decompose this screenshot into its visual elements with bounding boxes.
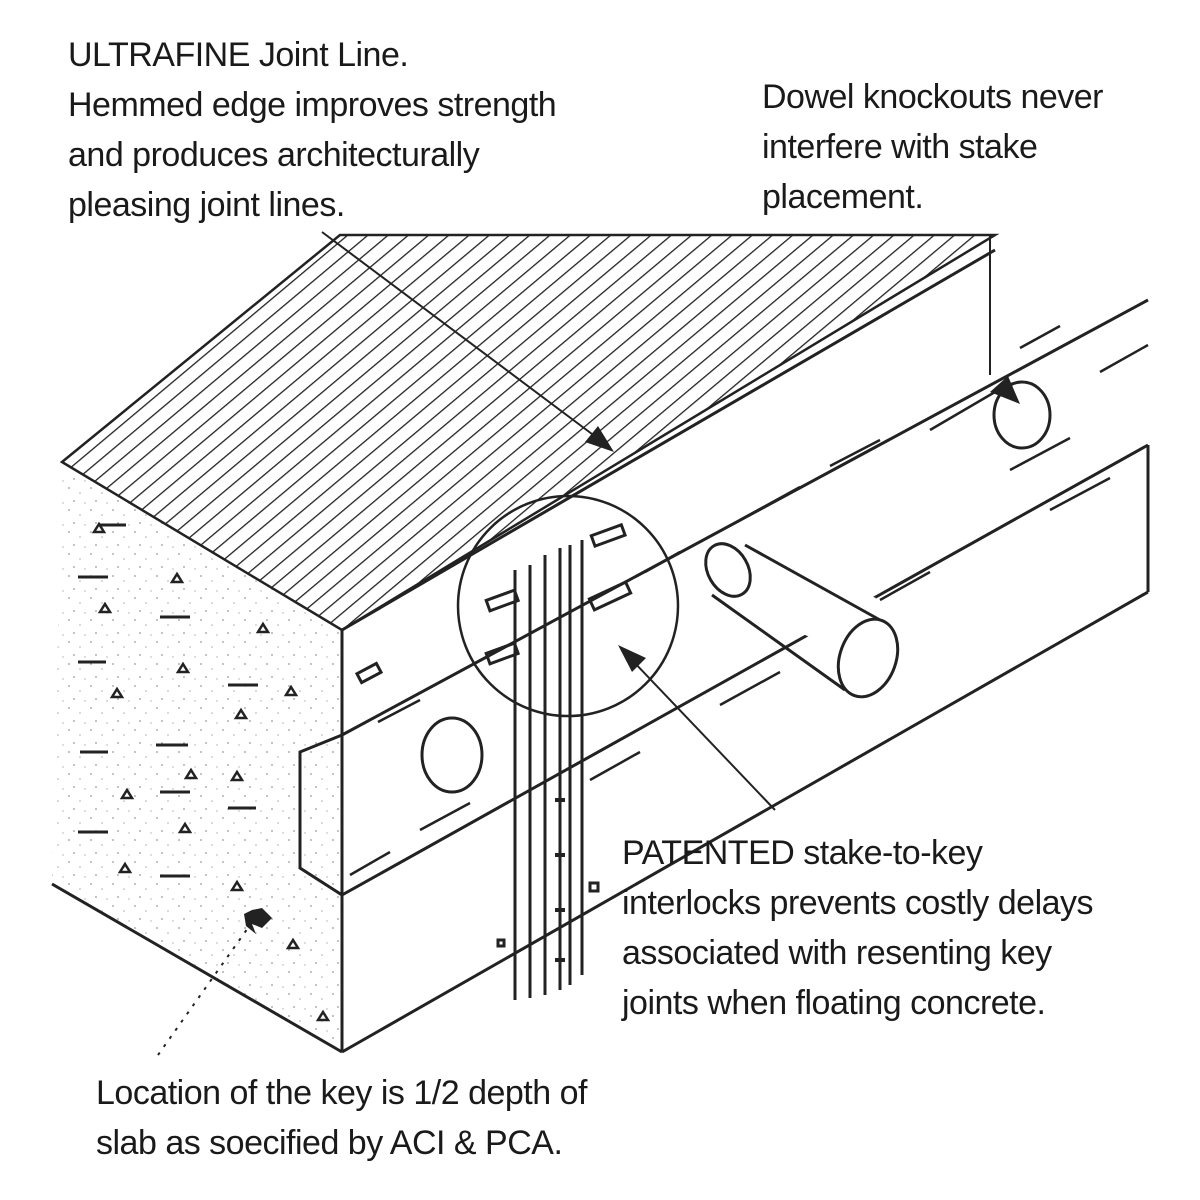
note-dowel-knockouts: Dowel knockouts never interfere with sta… (762, 72, 1104, 222)
note-stake-to-key: PATENTED stake-to-key interlocks prevent… (622, 828, 1094, 1028)
note-line: placement. (762, 178, 924, 216)
slab-top-surface (59, 233, 1000, 632)
note-line: and produces architecturally (68, 136, 480, 174)
leader-stake-interlock (618, 645, 776, 811)
note-line: Hemmed edge improves strength (68, 86, 557, 124)
dowel-bar (704, 542, 900, 699)
note-line: Location of the key is 1/2 depth of (96, 1074, 587, 1112)
note-line: Dowel knockouts never (762, 78, 1104, 116)
note-joint-line: ULTRAFINE Joint Line. Hemmed edge improv… (68, 30, 557, 230)
note-key-location: Location of the key is 1/2 depth of slab… (96, 1068, 587, 1168)
note-line: ULTRAFINE Joint Line. (68, 36, 409, 74)
stake (496, 540, 600, 1000)
interlock-detail (456, 494, 680, 718)
leader-key-location (157, 908, 272, 1056)
note-line: interlocks prevents costly delays (622, 884, 1094, 922)
key-joint-form (298, 248, 1150, 1054)
note-line: slab as soecified by ACI & PCA. (96, 1124, 563, 1162)
note-line: pleasing joint lines. (68, 186, 345, 224)
note-line: joints when floating concrete. (622, 984, 1046, 1022)
note-line: PATENTED stake-to-key (622, 834, 983, 872)
leader-joint-line (321, 231, 614, 452)
note-line: associated with resenting key (622, 934, 1052, 972)
leader-dowel-knockout (989, 235, 1020, 404)
note-line: interfere with stake (762, 128, 1038, 166)
concrete-slab (51, 462, 344, 1054)
